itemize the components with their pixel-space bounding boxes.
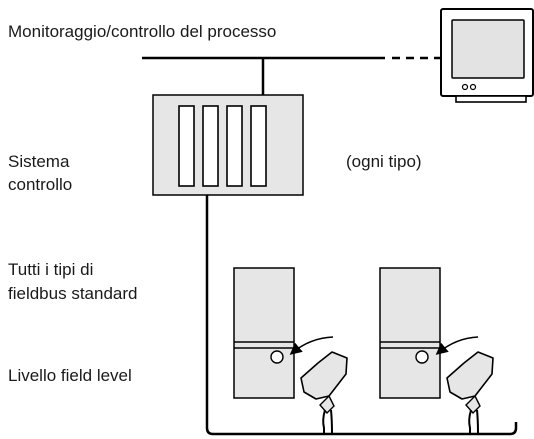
fieldbus-label-line1: Tutti i tipi di (8, 260, 94, 279)
control-system-label-line1: Sistema (8, 152, 70, 171)
sensor-icon (446, 351, 494, 435)
process-bus-line (142, 56, 443, 95)
connection-arrow (289, 336, 334, 355)
monitor-icon (440, 8, 534, 103)
sensor-icon (300, 351, 348, 435)
any-type-label: (ogni tipo) (346, 152, 422, 171)
field-device-icon (233, 267, 295, 399)
field-device-icon (379, 267, 441, 399)
monitoring-label: Monitoraggio/controllo del processo (8, 22, 277, 41)
fieldbus-label-line2: fieldbus standard (8, 284, 138, 303)
connection-arrow (435, 336, 479, 355)
field-level-label: Livello field level (8, 366, 132, 385)
fieldbus-line (205, 195, 518, 436)
control-system-cabinet-icon (152, 94, 304, 196)
control-system-label-line2: controllo (8, 175, 73, 194)
